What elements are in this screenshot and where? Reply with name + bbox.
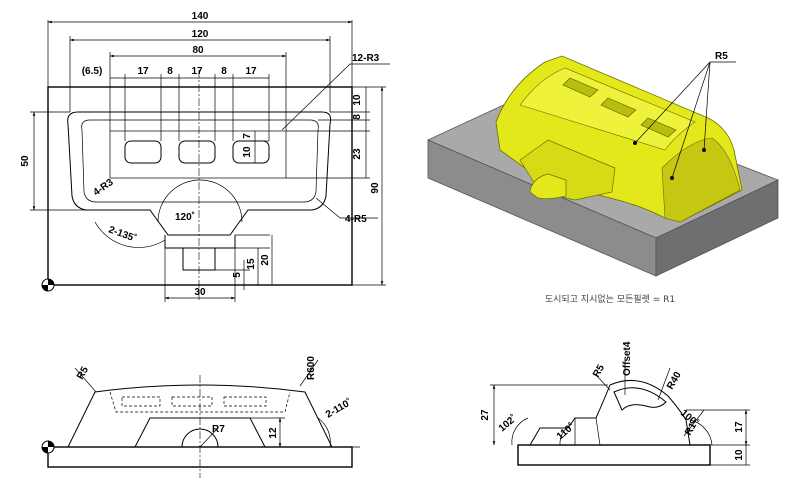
pocket-2 (178, 140, 216, 164)
side-label-27: 27 (480, 409, 491, 421)
dim-width-30: 30 (194, 287, 206, 298)
iso-view: R5 도시되고 지시없는 모든필렛 = R1 (427, 51, 780, 305)
base-plate-outline (47, 86, 353, 286)
dim-gap-1: 8 (167, 66, 173, 77)
front-label-12: 12 (268, 427, 279, 439)
dim-pocket-width-1: 17 (137, 66, 149, 77)
front-origin-symbol (41, 440, 55, 454)
iso-pocket-1 (562, 77, 599, 98)
front-label-r5: R5 (75, 365, 91, 382)
side-label-10: 10 (734, 449, 745, 461)
dim-height-15: 15 (246, 258, 257, 270)
top-flat-area (109, 130, 287, 179)
top-view: 140 120 80 (6.5) 17 8 17 8 17 12-R3 (20, 11, 390, 302)
dim-height-50: 50 (20, 155, 31, 167)
dim-height-10: 10 (352, 94, 363, 106)
iso-front-cylinder (529, 173, 567, 200)
dim-width-80: 80 (192, 45, 204, 56)
dim-width-120: 120 (192, 29, 209, 40)
side-body-outline (529, 379, 691, 446)
dim-height-7: 7 (242, 133, 253, 139)
body-outer-outline (67, 111, 332, 236)
label-4-r3: 4-R3 (91, 177, 115, 199)
front-label-2-110: 2-110˚ (324, 396, 355, 421)
side-label-offset4: Offset4 (622, 341, 633, 376)
dim-height-10-pocket: 10 (242, 146, 253, 158)
iso-label-r5: R5 (715, 51, 728, 62)
label-4-r5: 4-R5 (345, 214, 367, 225)
iso-pocket-3 (640, 117, 677, 138)
dim-overall-width: 140 (192, 11, 209, 22)
body-inner-outline (81, 119, 319, 203)
side-label-102: 102˚ (496, 412, 519, 434)
iso-pocket-2 (600, 97, 637, 118)
dim-gap-2: 8 (221, 66, 227, 77)
side-inner-hidden (613, 387, 667, 411)
front-inner-hidden (109, 391, 291, 413)
origin-symbol (41, 278, 55, 292)
dim-height-8: 8 (352, 114, 363, 120)
front-label-r600: R600 (306, 356, 317, 380)
pocket-3 (232, 140, 270, 164)
side-base-plate (517, 444, 711, 466)
side-label-r5: R5 (591, 363, 607, 380)
dim-pocket-width-3: 17 (245, 66, 257, 77)
dim-offset-6-5: (6.5) (82, 66, 103, 77)
side-label-17: 17 (734, 421, 745, 433)
front-label-r7: R7 (212, 424, 225, 435)
label-12-r3: 12-R3 (352, 53, 380, 64)
iso-base-side (655, 179, 779, 277)
iso-body-shade (661, 137, 741, 223)
label-angle-120: 120˚ (175, 211, 195, 223)
side-view: R5 Offset4 R40 27 102˚ 110˚ 100˚ R1 17 1… (480, 341, 750, 466)
fillet-note: 도시되고 지시없는 모든필렛 = R1 (545, 293, 675, 305)
dim-pocket-width-2: 17 (191, 66, 203, 77)
dim-height-20: 20 (260, 254, 271, 266)
dim-height-23: 23 (352, 148, 363, 160)
dim-height-90: 90 (370, 182, 381, 194)
label-angle-2-135: 2-135˚ (107, 224, 138, 245)
front-boss (164, 235, 236, 249)
pocket-1 (124, 140, 162, 164)
side-label-110: 110˚ (554, 421, 577, 443)
dim-height-5: 5 (232, 272, 243, 278)
front-view: R5 R600 2-110˚ R7 12 (41, 356, 360, 478)
